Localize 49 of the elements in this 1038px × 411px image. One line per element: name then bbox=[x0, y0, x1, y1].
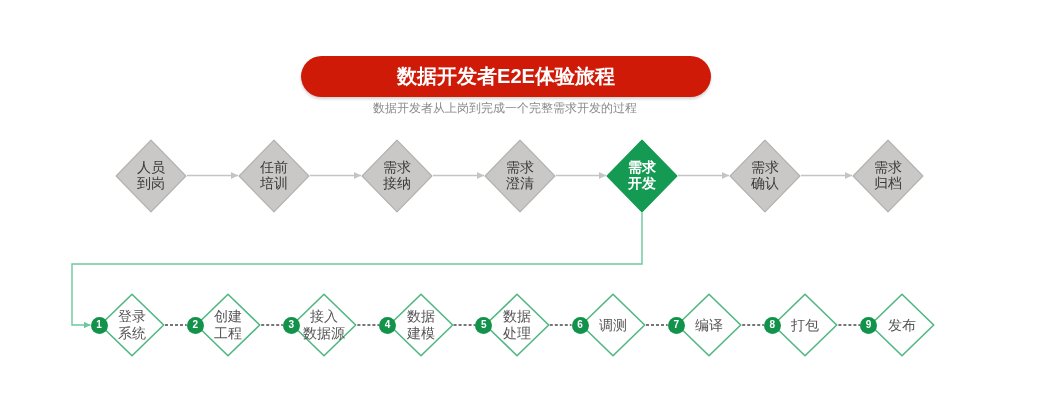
step-number-badge: 4 bbox=[379, 316, 397, 334]
dashed-connector-line bbox=[645, 324, 669, 326]
dashed-connector-line bbox=[356, 324, 380, 326]
step-label: 数据处理 bbox=[502, 308, 531, 342]
arrow bbox=[186, 172, 239, 179]
title-banner: 数据开发者E2E体验旅程 bbox=[301, 56, 711, 97]
step-number-badge: 8 bbox=[763, 316, 781, 334]
step-number-badge: 1 bbox=[90, 316, 108, 334]
dashed-connector-line bbox=[260, 324, 284, 326]
stage-label: 任前培训 bbox=[260, 158, 288, 193]
stage-label: 需求接纳 bbox=[383, 158, 411, 193]
step-label: 数据建模 bbox=[406, 308, 435, 342]
stage-label: 需求确认 bbox=[751, 158, 779, 193]
arrow bbox=[309, 172, 362, 179]
dashed-connector-line bbox=[164, 324, 188, 326]
dashed-connector-line bbox=[549, 324, 573, 326]
stage-label: 需求开发 bbox=[628, 158, 656, 193]
dashed-connector-line bbox=[741, 324, 765, 326]
stage-diamond bbox=[115, 138, 187, 213]
active-stage-diamond bbox=[606, 138, 678, 213]
stage-diamond bbox=[238, 138, 310, 213]
step-label: 创建工程 bbox=[214, 308, 243, 342]
arrow bbox=[677, 172, 730, 179]
stage-label: 需求澄清 bbox=[506, 158, 534, 193]
subtitle: 数据开发者从上岗到完成一个完整需求开发的过程 bbox=[373, 102, 637, 116]
step-number-badge: 6 bbox=[571, 316, 589, 334]
step-label: 编译 bbox=[695, 316, 724, 334]
arrow bbox=[432, 172, 485, 179]
arrow bbox=[555, 172, 607, 179]
stage-diamond bbox=[729, 138, 801, 213]
step-number-badge: 9 bbox=[860, 316, 878, 334]
stage-label: 人员到岗 bbox=[137, 158, 165, 193]
dashed-connector-line bbox=[837, 324, 861, 326]
stage-diamond bbox=[361, 138, 433, 213]
dashed-connector-line bbox=[452, 324, 477, 326]
step-label: 接入数据源 bbox=[303, 308, 346, 342]
arrow bbox=[800, 172, 853, 179]
step-number-badge: 2 bbox=[186, 316, 204, 334]
stage-label: 需求归档 bbox=[874, 158, 902, 193]
arrow bbox=[71, 211, 643, 329]
step-number-badge: 3 bbox=[282, 316, 300, 334]
step-number-badge: 5 bbox=[475, 316, 493, 334]
step-number-badge: 7 bbox=[667, 316, 685, 334]
stage-diamond bbox=[852, 138, 924, 213]
step-label: 打包 bbox=[791, 316, 820, 334]
step-label: 登录系统 bbox=[118, 308, 146, 342]
stage-diamond bbox=[484, 138, 556, 213]
step-label: 调测 bbox=[599, 316, 627, 334]
step-label: 发布 bbox=[887, 316, 916, 334]
